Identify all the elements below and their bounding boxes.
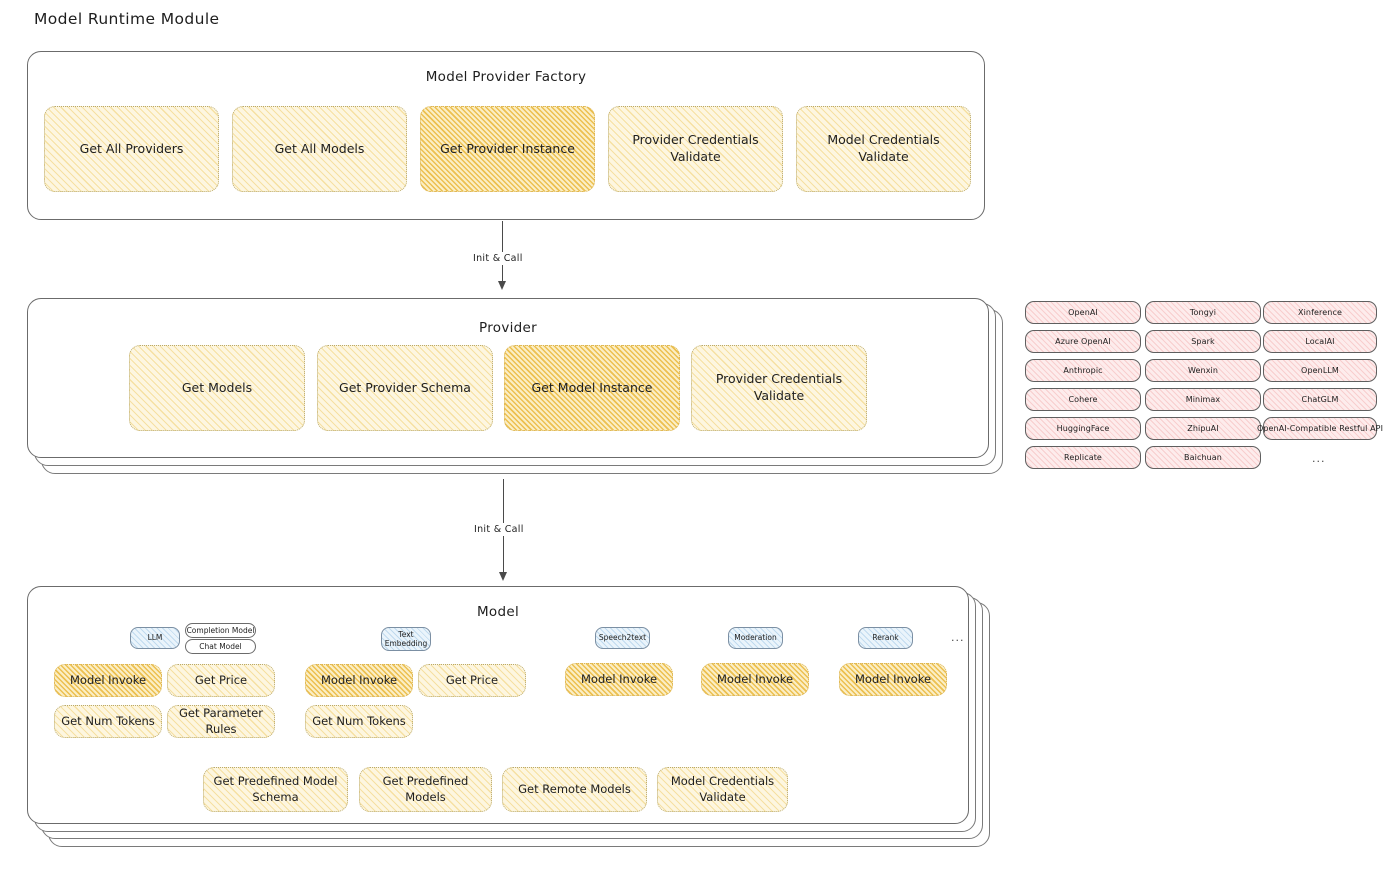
model-type-badge-moderation[interactable]: Moderation (728, 627, 783, 649)
provider-chip-localai[interactable]: LocalAI (1263, 330, 1377, 353)
provider-title: Provider (479, 320, 537, 336)
model-type-badge-text-embedding[interactable]: Text Embedding (381, 627, 431, 651)
model-title: Model (476, 604, 520, 620)
provider-chip-chatglm[interactable]: ChatGLM (1263, 388, 1377, 411)
connector-provider-to-model-label: Init & Call (471, 523, 527, 536)
provider-chip-cohere[interactable]: Cohere (1025, 388, 1141, 411)
node-provider-credentials-validate-factory[interactable]: Provider Credentials Validate (608, 106, 783, 192)
node-provider-credentials-validate[interactable]: Provider Credentials Validate (691, 345, 867, 431)
node-speech2text-model-invoke[interactable]: Model Invoke (565, 663, 673, 696)
node-get-model-instance[interactable]: Get Model Instance (504, 345, 680, 431)
node-get-all-providers[interactable]: Get All Providers (44, 106, 219, 192)
provider-chip-tongyi[interactable]: Tongyi (1145, 301, 1261, 324)
node-text-embedding-get-num-tokens[interactable]: Get Num Tokens (305, 705, 413, 738)
model-sub-badge-completion-model[interactable]: Completion Model (185, 623, 256, 638)
provider-list-more-ellipsis: ... (1312, 452, 1326, 465)
connector-factory-to-provider-arrowhead (498, 281, 506, 290)
connector-provider-to-model-arrowhead (499, 572, 507, 581)
node-get-predefined-models[interactable]: Get Predefined Models (359, 767, 492, 812)
provider-chip-minimax[interactable]: Minimax (1145, 388, 1261, 411)
page-title: Model Runtime Module (34, 10, 220, 28)
model-type-badge-speech2text[interactable]: Speech2text (595, 627, 650, 649)
provider-chip-replicate[interactable]: Replicate (1025, 446, 1141, 469)
connector-factory-to-provider-label: Init & Call (470, 252, 526, 265)
node-llm-get-num-tokens[interactable]: Get Num Tokens (54, 705, 162, 738)
node-get-predefined-model-schema[interactable]: Get Predefined Model Schema (203, 767, 348, 812)
provider-chip-anthropic[interactable]: Anthropic (1025, 359, 1141, 382)
provider-chip-openllm[interactable]: OpenLLM (1263, 359, 1377, 382)
node-text-embedding-model-invoke[interactable]: Model Invoke (305, 664, 413, 697)
node-text-embedding-get-price[interactable]: Get Price (418, 664, 526, 697)
model-type-badge-rerank[interactable]: Rerank (858, 627, 913, 649)
provider-chip-zhipuai[interactable]: ZhipuAI (1145, 417, 1261, 440)
model-container (27, 586, 969, 824)
model-type-badge-llm[interactable]: LLM (130, 627, 180, 649)
model-types-more-ellipsis: ... (951, 631, 965, 644)
provider-chip-huggingface[interactable]: HuggingFace (1025, 417, 1141, 440)
node-get-provider-instance[interactable]: Get Provider Instance (420, 106, 595, 192)
node-model-credentials-validate[interactable]: Model Credentials Validate (657, 767, 788, 812)
provider-chip-azure-openai[interactable]: Azure OpenAI (1025, 330, 1141, 353)
provider-chip-spark[interactable]: Spark (1145, 330, 1261, 353)
node-llm-get-parameter-rules[interactable]: Get Parameter Rules (167, 705, 275, 738)
node-get-remote-models[interactable]: Get Remote Models (502, 767, 647, 812)
provider-chip-xinference[interactable]: Xinference (1263, 301, 1377, 324)
provider-chip-openai[interactable]: OpenAI (1025, 301, 1141, 324)
provider-chip-wenxin[interactable]: Wenxin (1145, 359, 1261, 382)
node-llm-get-price[interactable]: Get Price (167, 664, 275, 697)
node-moderation-model-invoke[interactable]: Model Invoke (701, 663, 809, 696)
node-rerank-model-invoke[interactable]: Model Invoke (839, 663, 947, 696)
node-get-provider-schema[interactable]: Get Provider Schema (317, 345, 493, 431)
model-provider-factory-title: Model Provider Factory (425, 69, 587, 85)
node-llm-model-invoke[interactable]: Model Invoke (54, 664, 162, 697)
provider-chip-openai-compatible-restful-api[interactable]: OpenAI-Compatible Restful API (1257, 417, 1383, 440)
provider-chip-baichuan[interactable]: Baichuan (1145, 446, 1261, 469)
node-get-all-models[interactable]: Get All Models (232, 106, 407, 192)
node-get-models[interactable]: Get Models (129, 345, 305, 431)
node-model-credentials-validate-factory[interactable]: Model Credentials Validate (796, 106, 971, 192)
model-sub-badge-chat-model[interactable]: Chat Model (185, 639, 256, 654)
